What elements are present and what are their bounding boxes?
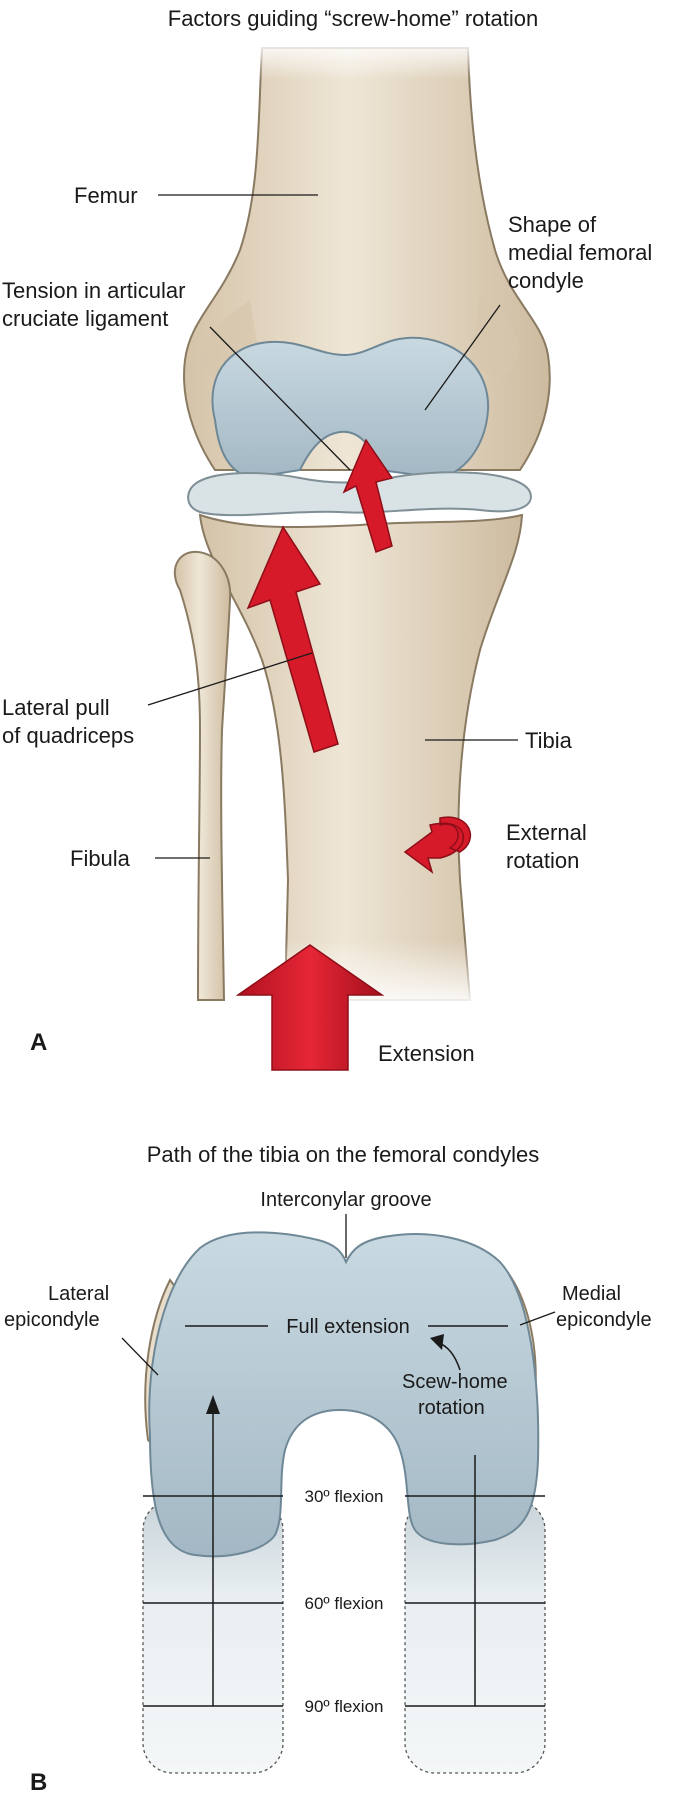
- femoral-condyles: [148, 1231, 540, 1558]
- medial-epicondyle-leader: [519, 1311, 556, 1326]
- extension-arrow: [235, 944, 385, 1071]
- lateral-pull-label-2: of quadriceps: [2, 723, 134, 748]
- flexion-90-label: 90º flexion: [305, 1697, 384, 1716]
- shape-label-3: condyle: [508, 268, 584, 293]
- femur-label: Femur: [74, 183, 138, 208]
- quadriceps-arrow: [246, 525, 339, 753]
- panel-a-letter: A: [30, 1029, 47, 1056]
- medial-epicondyle-label-2: epicondyle: [556, 1309, 652, 1331]
- tension-leader: [209, 326, 351, 471]
- extension-label: Extension: [378, 1041, 475, 1066]
- panel-a: Factors guiding “screw-home” rotation: [2, 6, 652, 1071]
- groove-label: Interconylar groove: [260, 1189, 431, 1211]
- fibula-illustration: [173, 550, 232, 1001]
- shape-label-2: medial femoral: [508, 240, 652, 265]
- shape-leader: [424, 304, 501, 411]
- screw-home-arrowhead: [430, 1334, 444, 1350]
- lateral-pull-leader: [147, 652, 313, 706]
- medial-epicondyle-label-1: Medial: [562, 1283, 621, 1305]
- panel-b: Path of the tibia on the femoral condyle…: [4, 1142, 652, 1796]
- panel-b-title: Path of the tibia on the femoral condyle…: [147, 1142, 540, 1167]
- tension-label-1: Tension in articular: [2, 278, 185, 303]
- lateral-epicondyle-leader: [121, 1337, 159, 1376]
- ligament-arrow: [342, 438, 394, 553]
- panel-b-letter: B: [30, 1769, 47, 1796]
- femur-illustration: [183, 40, 551, 480]
- flexion-30-label: 30º flexion: [305, 1487, 384, 1506]
- lateral-pull-label-1: Lateral pull: [2, 695, 110, 720]
- fibula-label: Fibula: [70, 846, 131, 871]
- tibia-label: Tibia: [525, 728, 573, 753]
- tibia-illustration: [198, 513, 524, 1001]
- lateral-epicondyle-label-2: epicondyle: [4, 1309, 100, 1331]
- lateral-epicondyle-label-1: Lateral: [48, 1283, 109, 1305]
- flexion-60-label: 60º flexion: [305, 1594, 384, 1613]
- tension-label-2: cruciate ligament: [2, 306, 168, 331]
- panel-a-title: Factors guiding “screw-home” rotation: [168, 6, 538, 31]
- screw-home-label-2: rotation: [418, 1397, 485, 1419]
- external-rotation-arrow: [403, 816, 471, 874]
- screw-home-label-1: Scew-home: [402, 1371, 508, 1393]
- external-rotation-label-2: rotation: [506, 848, 579, 873]
- lateral-path-arrowhead: [206, 1395, 220, 1414]
- external-rotation-label-1: External: [506, 820, 587, 845]
- full-extension-label: Full extension: [286, 1316, 409, 1338]
- shape-label-1: Shape of: [508, 212, 597, 237]
